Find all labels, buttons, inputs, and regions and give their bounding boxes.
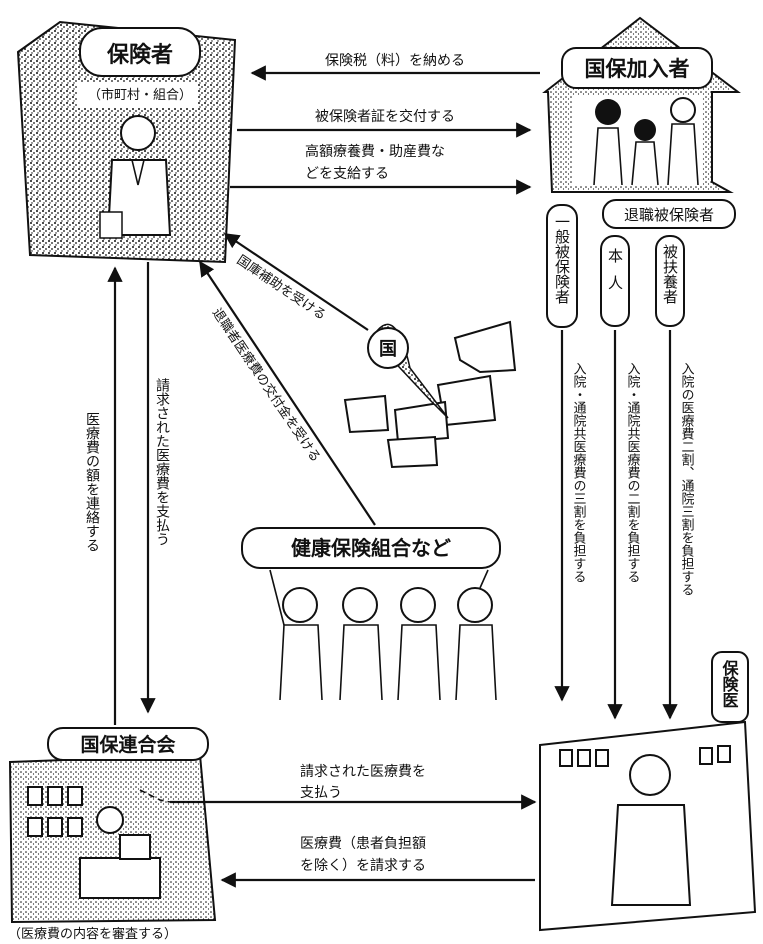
health-unions-label: 健康保険組合など: [291, 536, 451, 560]
state-subsidy-arrow: [223, 233, 369, 331]
claim-label-line1: 医療費（患者負担額: [300, 835, 426, 852]
retiree-grant-label: 退職者医療費の交付金を受ける: [209, 305, 324, 465]
insurer-sub-label: （市町村・組合）: [88, 87, 192, 103]
pay-claims-label-line1: 請求された医療費を: [300, 763, 426, 780]
claim-label-line2: を除く）を請求する: [300, 858, 426, 874]
state-label: 国: [379, 339, 397, 360]
principal-label: 本人: [606, 248, 624, 302]
members-label: 国保加入者: [585, 57, 690, 81]
issue-card-label: 被保険者証を交付する: [315, 108, 455, 125]
insurer-building: [16, 20, 237, 264]
family-figures: [593, 97, 699, 186]
members-house: [542, 16, 741, 193]
federation-building: [8, 727, 217, 924]
hospital-windows: [559, 745, 731, 767]
dependent-copay-label: 入院の医療費二割、通院三割を負担する: [679, 362, 695, 596]
dependent-label: 被扶養者: [661, 244, 679, 304]
pay-claims-label-line2: 支払う: [300, 785, 342, 801]
hospital-building: [539, 651, 757, 932]
japan-islands: [343, 320, 517, 469]
pay-benefits-label-line2: どを支給する: [305, 166, 389, 182]
state-circle: [367, 327, 409, 369]
dashed-connector: [139, 789, 171, 803]
doctor-figure: [610, 754, 692, 906]
insured-categories: [546, 199, 736, 328]
pay-benefits-label-line1: 高額療養費・助産費な: [305, 143, 445, 160]
insurer-label: 保険者: [106, 43, 173, 68]
federation-note: （医療費の内容を審査する）: [8, 926, 177, 942]
report-costs-label: 医療費の額を連絡する: [84, 412, 100, 552]
retiree-grant-arrow: [199, 260, 376, 526]
general-insured-label: 一般被保険者: [553, 214, 571, 304]
retired-insured-label: 退職被保険者: [624, 206, 714, 224]
state-subsidy-label: 国庫補助を受ける: [234, 253, 329, 324]
principal-copay-label: 入院・通院共医療費の二割を負担する: [625, 362, 641, 583]
federation-windows: [27, 786, 83, 837]
clerk-at-desk: [79, 806, 161, 899]
pay-tax-label: 保険税（料）を納める: [325, 53, 465, 69]
pay-claims-vertical-label: 請求された医療費を支払う: [154, 378, 170, 546]
official-figure: [99, 115, 172, 239]
doctor-label: 保険医: [720, 659, 740, 708]
federation-label: 国保連合会: [80, 733, 175, 756]
general-copay-label: 入院・通院共医療費の三割を負担する: [571, 362, 587, 583]
worker-figures: [269, 569, 497, 701]
health-unions-group: [241, 527, 501, 701]
